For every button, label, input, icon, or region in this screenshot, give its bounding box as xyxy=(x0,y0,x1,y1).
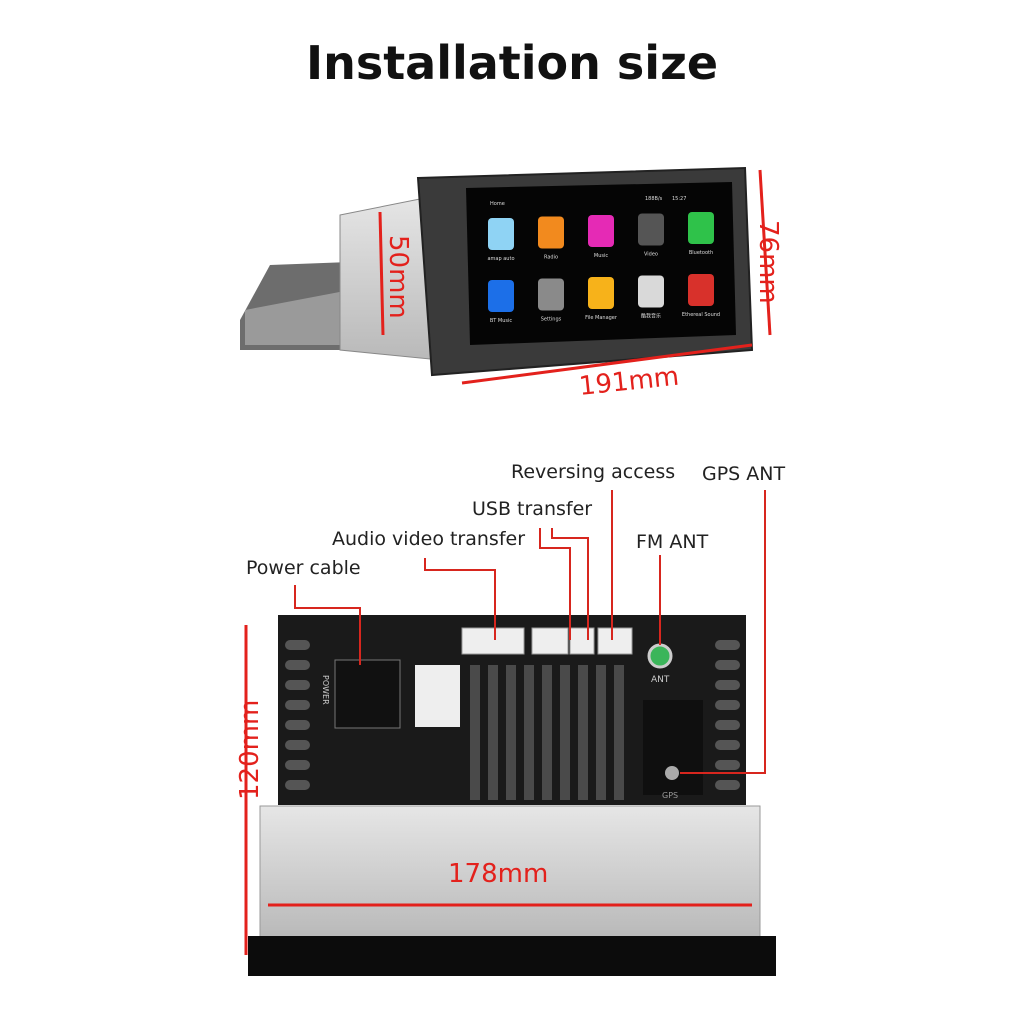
page-title: Installation size xyxy=(305,36,719,90)
dimension-120mm: 120mm xyxy=(235,625,265,955)
status-speed: 188B/s xyxy=(645,196,663,202)
vent-slot xyxy=(715,700,740,710)
dimension-178mm: 178mm xyxy=(268,859,752,907)
heatsink-fin xyxy=(614,665,624,800)
app-label: 酷我音乐 xyxy=(641,313,661,320)
app-label: Ethereal Sound xyxy=(682,312,720,318)
callout-gps-ant: GPS ANT xyxy=(702,463,785,485)
callout-usb-transfer: USB transfer xyxy=(472,498,592,520)
vent-slot xyxy=(715,760,740,770)
dimension-50mm: 50mm xyxy=(378,211,413,336)
callout-power-cable: Power cable xyxy=(246,557,361,579)
vent-slot xyxy=(285,780,310,790)
app-icon[interactable] xyxy=(538,278,564,311)
app-icon[interactable] xyxy=(588,215,614,247)
svg-text:120mm: 120mm xyxy=(235,700,265,800)
app-icon[interactable] xyxy=(688,274,714,306)
rear-panel: POWER ANT GPS xyxy=(248,615,776,976)
vent-slot xyxy=(285,760,310,770)
heatsink-fin xyxy=(560,665,570,800)
vent-slot xyxy=(715,640,740,650)
vent-slot xyxy=(715,720,740,730)
heatsink-fin xyxy=(542,665,552,800)
callout-reversing-access: Reversing access xyxy=(511,461,675,483)
vent-slot xyxy=(285,680,310,690)
vent-slot xyxy=(285,660,310,670)
app-icon[interactable] xyxy=(488,280,514,312)
screen: Home 188B/s 15:27 amap auto Radio Music Vid… xyxy=(487,196,720,324)
svg-text:191mm: 191mm xyxy=(578,362,681,402)
vent-slot xyxy=(715,740,740,750)
app-icon[interactable] xyxy=(638,275,664,308)
dimension-76mm: 76mm xyxy=(753,169,783,336)
heatsink-fin xyxy=(578,665,588,800)
heatsink-fin xyxy=(470,665,480,800)
vent-slot xyxy=(715,660,740,670)
app-label: File Manager xyxy=(585,315,618,321)
vent-slot xyxy=(715,780,740,790)
vent-slot xyxy=(285,720,310,730)
app-icon[interactable] xyxy=(488,218,514,250)
status-time: 15:27 xyxy=(672,196,686,202)
app-icon[interactable] xyxy=(638,213,664,246)
svg-text:POWER: POWER xyxy=(321,675,330,705)
app-label: Radio xyxy=(544,255,558,261)
app-label: Settings xyxy=(541,317,562,323)
app-icon[interactable] xyxy=(538,216,564,249)
svg-text:GPS: GPS xyxy=(662,791,678,800)
heatsink-fin xyxy=(506,665,516,800)
vent-slot xyxy=(285,700,310,710)
app-label: Video xyxy=(644,252,658,258)
svg-text:76mm: 76mm xyxy=(753,220,783,304)
app-icon[interactable] xyxy=(588,277,614,309)
app-label: Bluetooth xyxy=(689,250,713,256)
svg-text:ANT: ANT xyxy=(651,675,670,685)
vent-slot xyxy=(715,680,740,690)
status-home: Home xyxy=(490,201,505,207)
svg-text:50mm: 50mm xyxy=(383,235,413,319)
callout-fm-ant: FM ANT xyxy=(636,531,709,553)
heatsink-fin xyxy=(488,665,498,800)
heatsink-fin xyxy=(524,665,534,800)
app-label: BT Music xyxy=(490,318,513,324)
vent-slot xyxy=(285,640,310,650)
heatsink-fin xyxy=(596,665,606,800)
app-label: amap auto xyxy=(487,256,514,262)
svg-text:178mm: 178mm xyxy=(448,859,548,889)
callout-audio-video: Audio video transfer xyxy=(332,528,525,550)
vent-slot xyxy=(285,740,310,750)
app-icon[interactable] xyxy=(688,212,714,244)
app-label: Music xyxy=(594,253,608,259)
